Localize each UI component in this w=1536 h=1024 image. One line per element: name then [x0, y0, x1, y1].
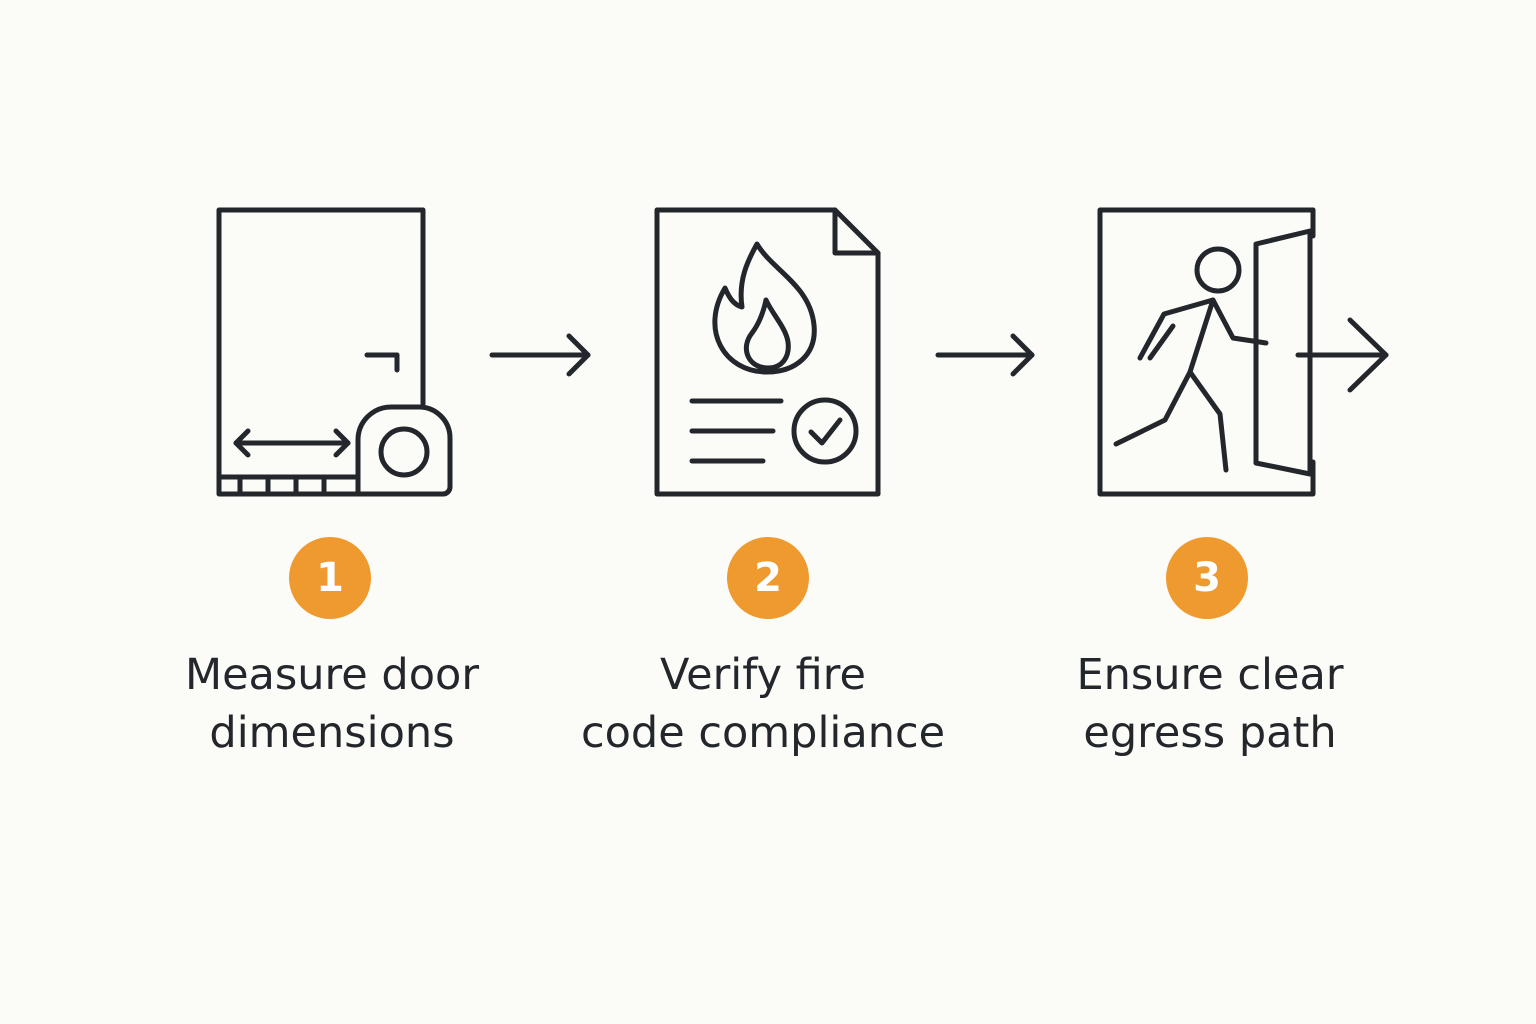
right-arrow-icon: [486, 330, 594, 380]
step-1-label-line-1: Measure door: [184, 650, 479, 700]
step-3-badge: 3: [1166, 537, 1248, 619]
emergency-exit-icon: [1094, 204, 1394, 504]
step-1-label-line-2: dimensions: [209, 708, 455, 758]
step-2-label: Verify fire code compliance: [553, 646, 973, 762]
step-3-label-line-2: egress path: [1083, 708, 1337, 758]
step-2-label-line-2: code compliance: [580, 708, 946, 758]
step-1-label: Measure door dimensions: [122, 646, 542, 762]
door-measure-icon: [212, 204, 462, 504]
step-3-label: Ensure clear egress path: [1000, 646, 1420, 762]
fire-code-document-icon: [650, 204, 886, 504]
step-2-badge: 2: [727, 537, 809, 619]
step-2-label-line-1: Verify fire: [660, 650, 866, 700]
right-arrow-icon: [932, 330, 1040, 380]
step-1-badge: 1: [289, 537, 371, 619]
step-3-label-line-1: Ensure clear: [1076, 650, 1344, 700]
